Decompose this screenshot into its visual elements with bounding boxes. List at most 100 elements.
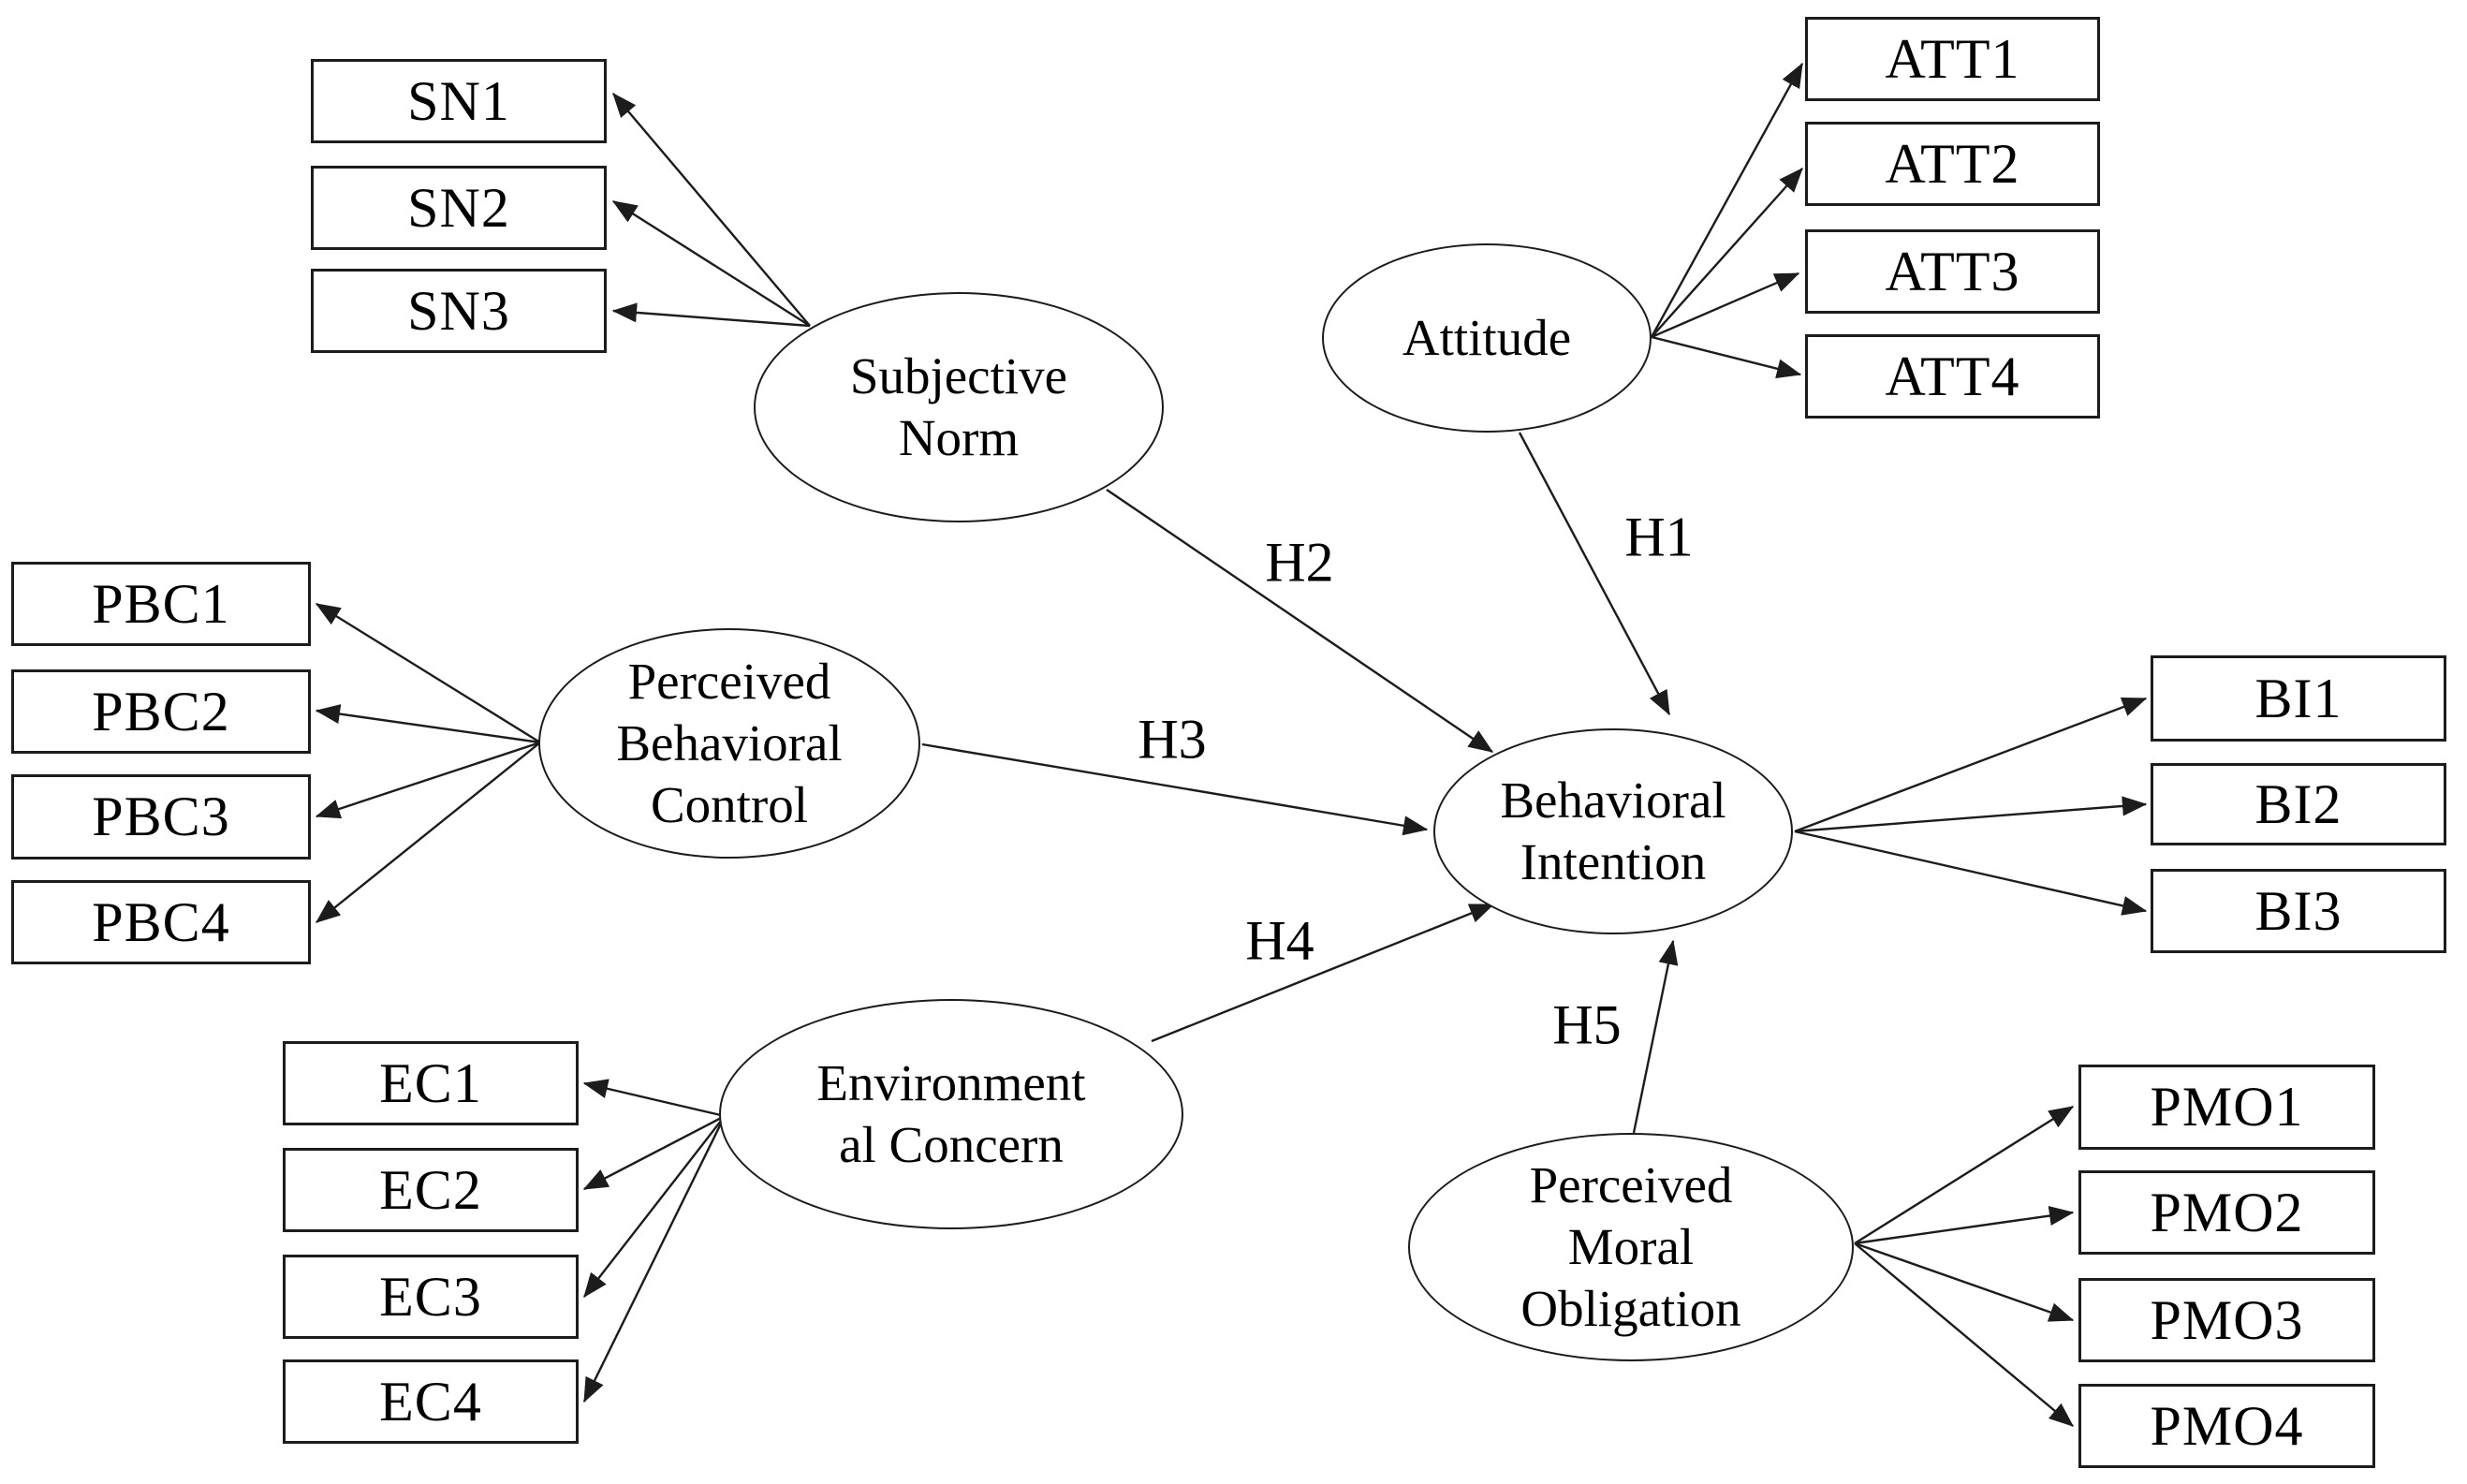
indicator-sn1-label: SN1 — [407, 69, 510, 132]
hypothesis-label-h5: H5 — [1552, 993, 1622, 1056]
arrow-perceived-moral-obligation-to-pmo1 — [1854, 1105, 2075, 1245]
arrow-environmental-concern-to-ec4 — [582, 1115, 727, 1403]
latent-behavioral-intention-label-line: Behavioral — [1500, 771, 1726, 829]
arrow-subjective-norm-to-sn1 — [612, 92, 811, 327]
arrow-environmental-concern-to-ec2 — [582, 1114, 726, 1191]
arrow-behavioral-intention-to-bi1 — [1794, 697, 2148, 833]
latent-perceived-behavioral-control-label-line: Control — [650, 776, 809, 833]
indicator-pmo2: PMO2 — [2078, 1170, 2375, 1255]
indicator-pmo3: PMO3 — [2078, 1278, 2375, 1362]
indicator-pmo4-label: PMO4 — [2150, 1394, 2304, 1457]
indicator-bi1-label: BI1 — [2254, 667, 2342, 729]
latent-perceived-behavioral-control-label-line: Behavioral — [616, 714, 843, 771]
arrow-perceived-behavioral-control-to-pbc3 — [315, 741, 541, 819]
latent-environmental-concern-label-line: al Concern — [839, 1116, 1064, 1173]
arrow-attitude-to-att4 — [1651, 335, 1802, 379]
indicator-bi2-label: BI2 — [2254, 772, 2342, 835]
indicator-ec2-label: EC2 — [379, 1158, 482, 1221]
indicator-sn2: SN2 — [311, 166, 607, 250]
indicator-att4-label: ATT4 — [1885, 345, 2020, 407]
arrow-behavioral-intention-to-bi3 — [1794, 830, 2148, 916]
indicator-pmo3-label: PMO3 — [2150, 1288, 2304, 1351]
indicator-bi2: BI2 — [2151, 763, 2446, 845]
indicator-pbc1: PBC1 — [11, 562, 311, 646]
indicator-att2-label: ATT2 — [1885, 132, 2020, 195]
indicator-ec2: EC2 — [283, 1148, 579, 1232]
indicator-sn1: SN1 — [311, 59, 607, 143]
arrow-behavioral-intention-to-bi2 — [1794, 796, 2148, 833]
indicator-sn2-label: SN2 — [407, 176, 510, 239]
indicator-bi3-label: BI3 — [2254, 879, 2342, 942]
latent-subjective-norm-label-line: Subjective — [849, 347, 1068, 404]
latent-environmental-concern-label-line: Environment — [816, 1054, 1086, 1111]
arrow-attitude-to-att2 — [1651, 168, 1803, 338]
arrow-environmental-concern-to-ec3 — [583, 1115, 726, 1299]
arrow-h3-perceived-behavioral-control-to-behavioral-intention — [921, 742, 1429, 836]
indicator-att1-label: ATT1 — [1885, 27, 2020, 90]
arrow-attitude-to-att1 — [1650, 62, 1804, 338]
indicator-sn3: SN3 — [311, 269, 607, 353]
indicator-sn3-label: SN3 — [407, 279, 510, 342]
arrow-h5-perceived-moral-obligation-to-behavioral-intention — [1632, 939, 1679, 1134]
arrow-perceived-moral-obligation-to-pmo2 — [1854, 1206, 2075, 1245]
latent-attitude: Attitude — [1322, 243, 1652, 433]
latent-behavioral-intention-label-line: Intention — [1520, 833, 1707, 890]
indicator-bi3: BI3 — [2151, 869, 2446, 953]
latent-perceived-moral-obligation-label-line: Perceived — [1529, 1156, 1733, 1213]
indicator-pmo4: PMO4 — [2078, 1384, 2375, 1468]
arrow-perceived-behavioral-control-to-pbc1 — [315, 602, 541, 744]
arrow-h2-subjective-norm-to-behavioral-intention — [1106, 489, 1494, 753]
indicator-att2: ATT2 — [1805, 122, 2100, 206]
indicator-ec4-label: EC4 — [379, 1370, 482, 1433]
indicator-pbc1-label: PBC1 — [92, 572, 230, 635]
indicator-pbc3: PBC3 — [11, 774, 311, 860]
hypothesis-label-h2: H2 — [1265, 531, 1334, 594]
indicator-att3: ATT3 — [1805, 229, 2100, 314]
arrow-subjective-norm-to-sn3 — [611, 302, 811, 328]
hypothesis-label-h4: H4 — [1245, 909, 1314, 972]
indicator-pbc3-label: PBC3 — [92, 786, 230, 847]
indicator-ec3: EC3 — [283, 1255, 579, 1339]
indicator-pbc4-label: PBC4 — [92, 890, 230, 953]
indicator-bi1: BI1 — [2151, 655, 2446, 742]
arrow-h1-attitude-to-behavioral-intention — [1518, 432, 1671, 716]
latent-attitude-label: Attitude — [1402, 307, 1571, 369]
indicator-ec1-label: EC1 — [379, 1051, 482, 1114]
latent-perceived-moral-obligation-label-line: Obligation — [1520, 1280, 1741, 1337]
indicator-ec1: EC1 — [283, 1041, 579, 1125]
indicator-att4: ATT4 — [1805, 334, 2100, 419]
latent-attitude-label-line: Attitude — [1402, 309, 1572, 366]
indicator-pbc4: PBC4 — [11, 880, 311, 964]
latent-subjective-norm-label-line: Norm — [898, 409, 1020, 466]
arrow-perceived-behavioral-control-to-pbc2 — [315, 704, 541, 744]
indicator-ec3-label: EC3 — [379, 1265, 482, 1328]
indicator-pmo1-label: PMO1 — [2150, 1076, 2304, 1138]
indicator-pbc2: PBC2 — [11, 669, 311, 754]
indicator-att1: ATT1 — [1805, 17, 2100, 101]
indicator-pbc2-label: PBC2 — [92, 680, 230, 742]
latent-perceived-behavioral-control-label-line: Perceived — [627, 653, 831, 710]
arrow-perceived-moral-obligation-to-pmo4 — [1854, 1242, 2075, 1427]
arrow-attitude-to-att3 — [1651, 272, 1800, 339]
indicator-pmo2-label: PMO2 — [2150, 1181, 2304, 1243]
indicator-att3-label: ATT3 — [1885, 240, 2020, 302]
arrow-perceived-moral-obligation-to-pmo3 — [1854, 1242, 2075, 1322]
latent-perceived-moral-obligation-label-line: Moral — [1567, 1218, 1695, 1275]
indicator-pmo1: PMO1 — [2078, 1065, 2375, 1150]
arrow-perceived-behavioral-control-to-pbc4 — [315, 742, 541, 923]
hypothesis-label-h1: H1 — [1624, 506, 1694, 568]
arrow-h4-environmental-concern-to-behavioral-intention — [1151, 903, 1495, 1043]
indicator-ec4: EC4 — [283, 1359, 579, 1444]
